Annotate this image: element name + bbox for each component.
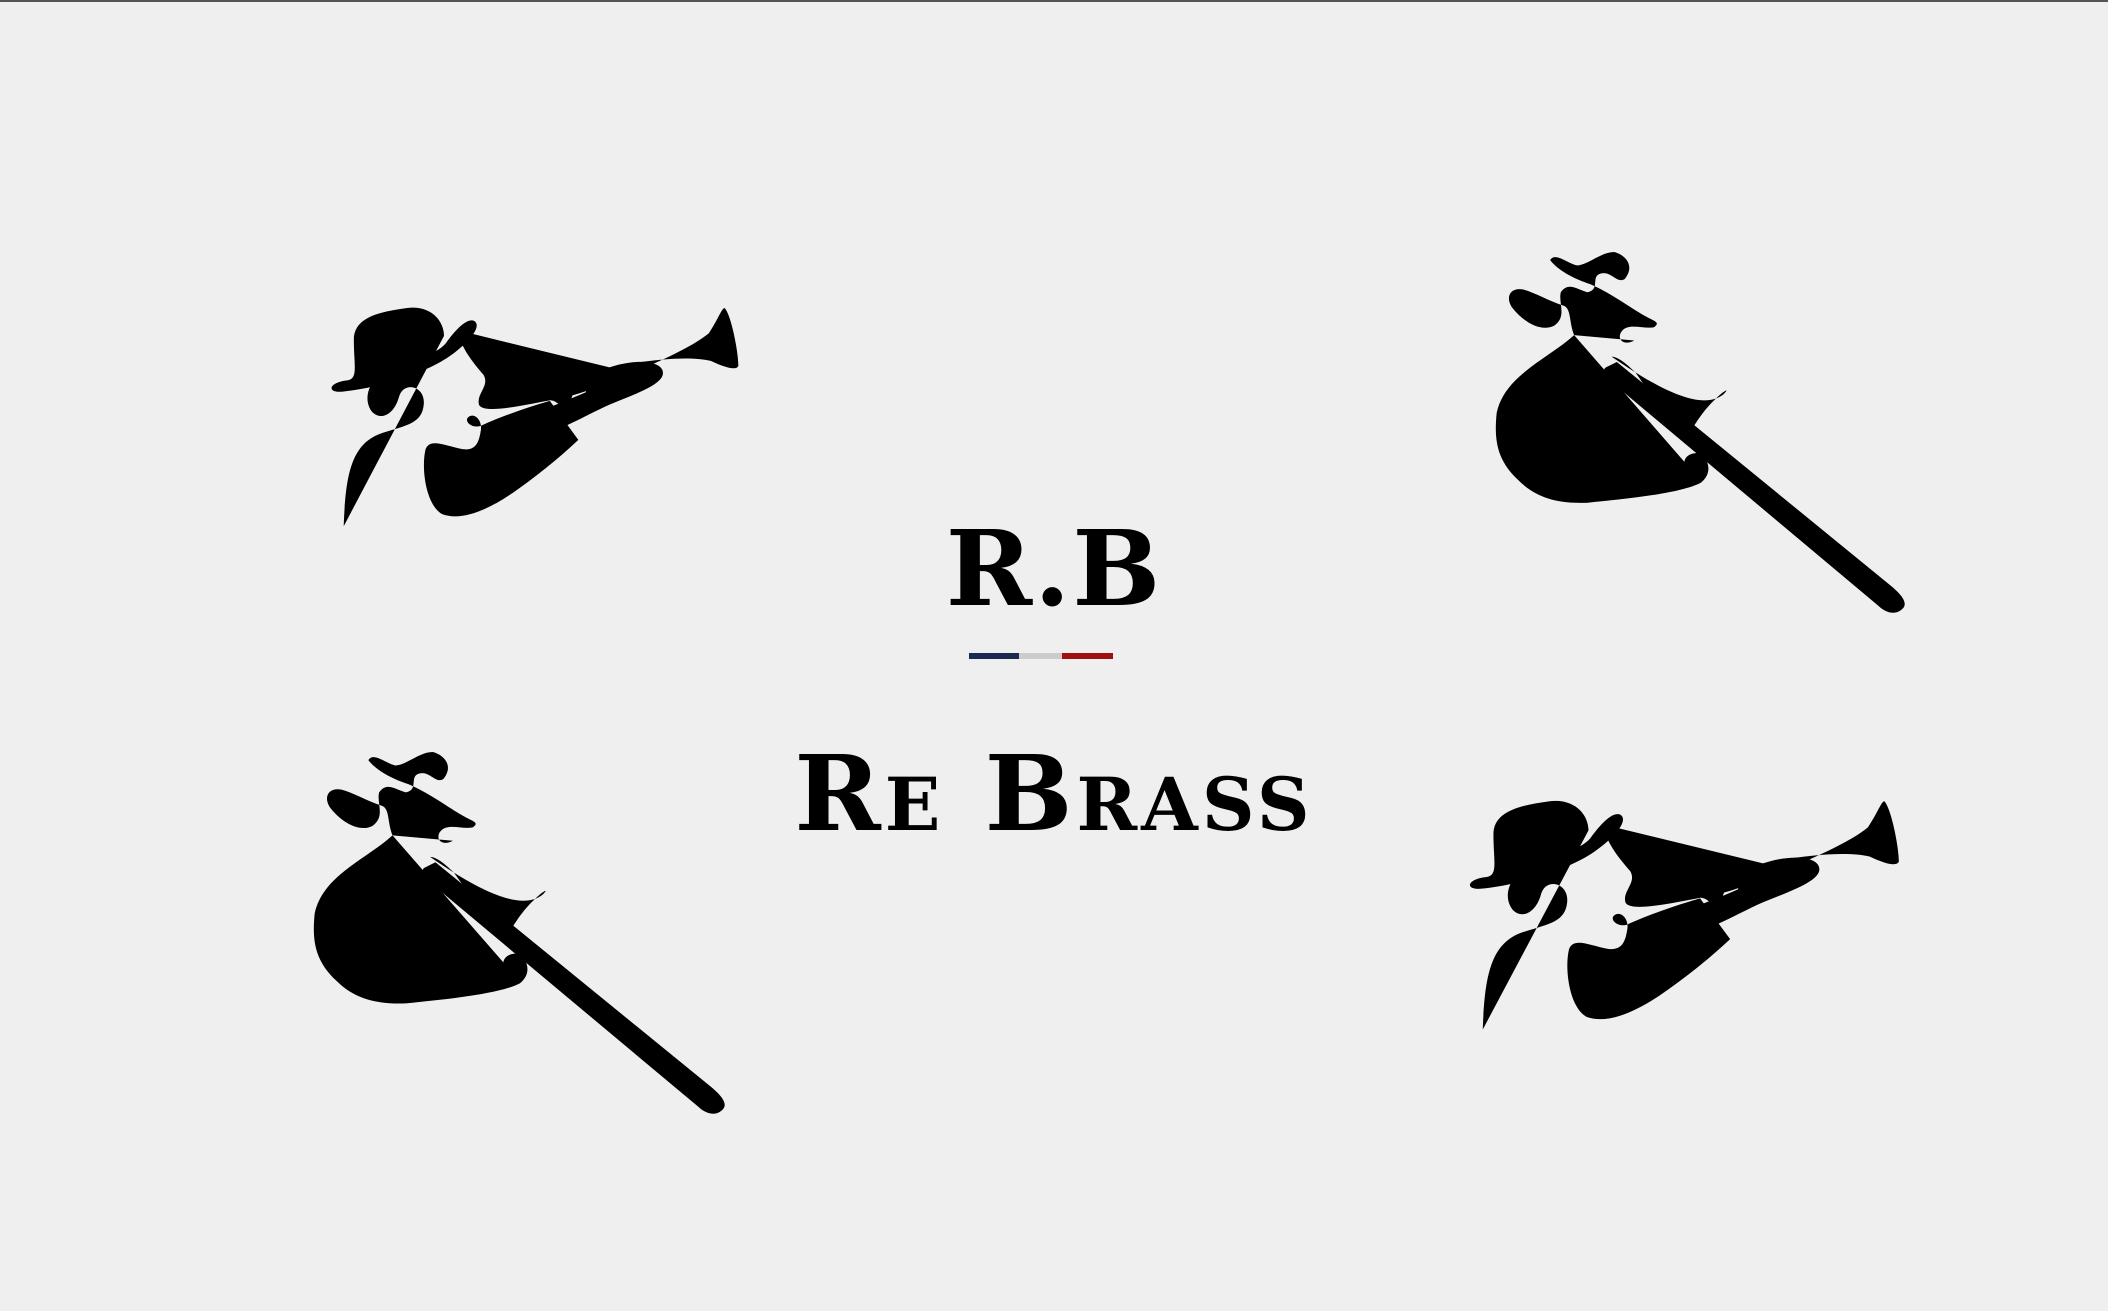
brand-name: Re Brass [794,732,1314,855]
flag-stripe-red [1062,653,1113,659]
flag-stripe-gray [1019,653,1062,659]
trumpet-player-illustration-top-left [306,282,766,542]
logo-monogram: R.B [945,507,1163,630]
flag-stripe-navy [969,653,1019,659]
tricolor-divider [969,653,1113,659]
